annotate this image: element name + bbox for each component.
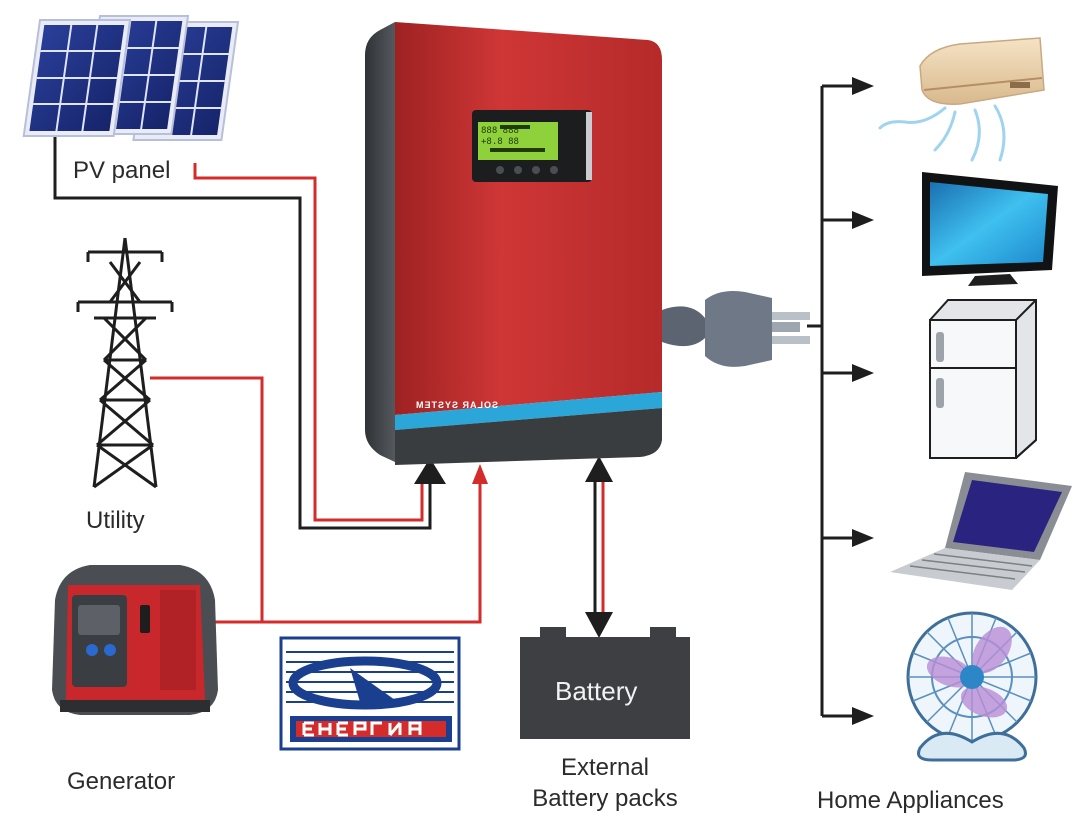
arrow-ac: [852, 77, 874, 95]
pv-wire-black: [53, 133, 432, 530]
arrow-pv-in: [414, 458, 446, 484]
power-tower-icon: [76, 237, 174, 489]
arrow-gen-in: [472, 464, 488, 484]
battery-label: Battery: [555, 676, 638, 706]
generator-icon: [52, 565, 218, 715]
external-label-line-1: External: [560, 754, 650, 781]
wires: [53, 84, 862, 718]
utility-label: Utility: [86, 507, 145, 534]
arrow-fridge: [852, 364, 874, 382]
generator-label: Generator: [67, 768, 176, 795]
arrow-fan: [852, 707, 874, 725]
home-appliances-label: Home Appliances: [817, 787, 1004, 814]
arrow-battery-up: [585, 456, 613, 482]
laptop-icon: [890, 472, 1072, 590]
arrow-tv: [852, 211, 874, 229]
lcd-line-2: +8.8 88: [481, 137, 519, 147]
arrow-laptop: [852, 529, 874, 547]
inverter-icon: [365, 22, 662, 465]
external-label-line-2: Battery packs: [532, 785, 678, 812]
plug-icon: [662, 291, 810, 367]
fridge-icon: [929, 299, 1037, 459]
arrow-battery-down: [585, 612, 613, 638]
pv-panel-label: PV panel: [73, 157, 171, 184]
lcd-line-1: 888 888: [481, 126, 519, 136]
inverter-band-label: SOLAR SYSTEM: [415, 400, 499, 410]
energy-logo: [279, 636, 461, 751]
arrows: [414, 77, 874, 725]
tv-icon: [922, 172, 1058, 286]
lcd-display: 888 888 +8.8 88: [481, 126, 555, 158]
solar-panel-icon: [22, 15, 240, 141]
battery-icon: [520, 627, 690, 739]
pv-wire-red: [193, 163, 424, 522]
external-battery-label: External Battery packs: [532, 752, 677, 814]
air-conditioner-icon: [878, 37, 1045, 162]
generator-wire-red: [215, 478, 482, 624]
fan-icon: [906, 611, 1038, 762]
utility-wire-red: [150, 376, 264, 622]
